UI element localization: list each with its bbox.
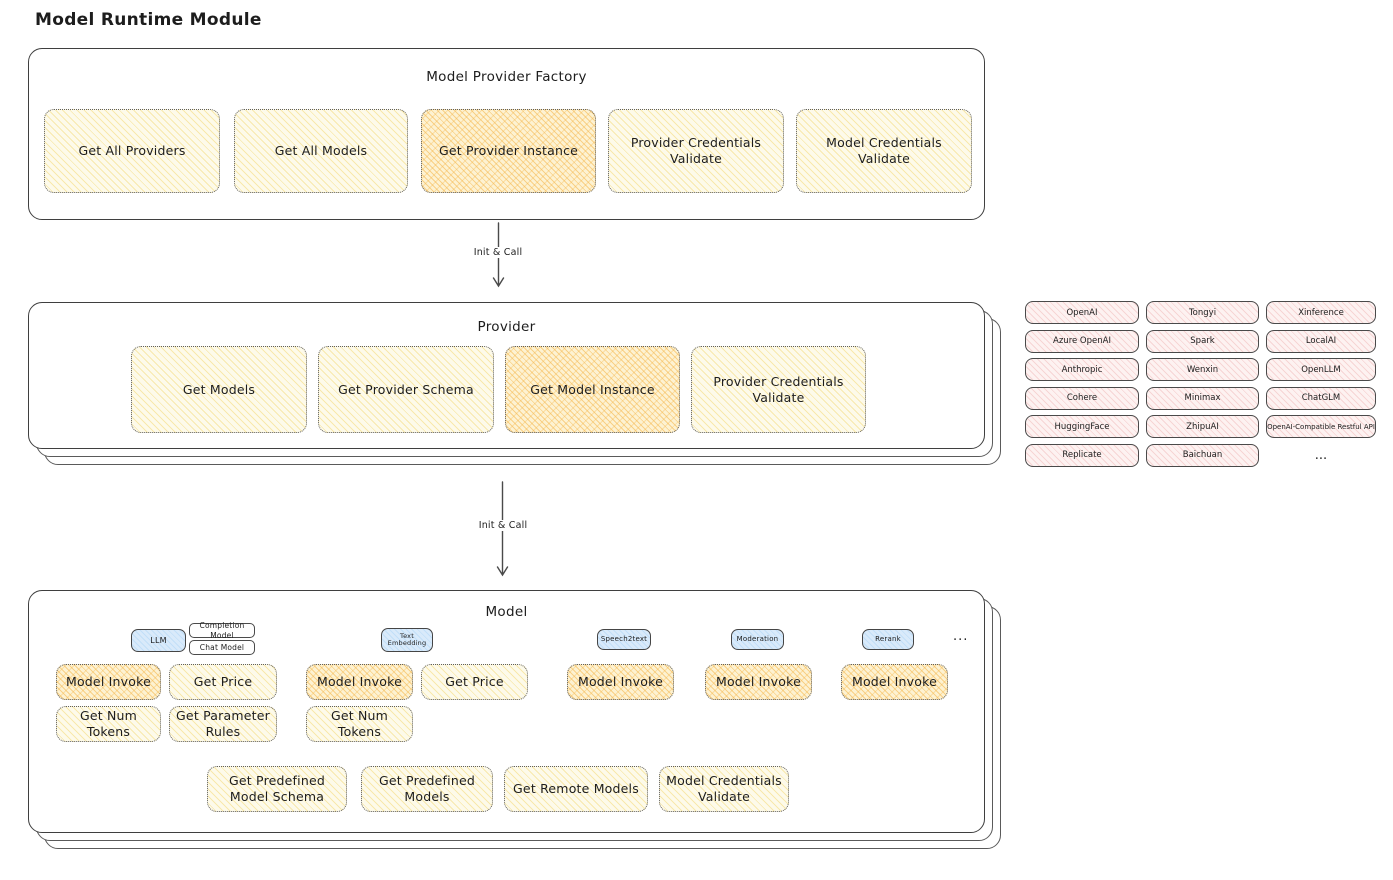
model-provider-factory-box: Model Provider Factory Get All Providers…: [28, 48, 985, 220]
provider-tag-localai: LocalAI: [1266, 329, 1376, 353]
llm-get-price-node: Get Price: [169, 664, 277, 700]
llm-get-parameter-rules-node: Get Parameter Rules: [169, 706, 277, 742]
model-type-more-ellipsis: ...: [953, 629, 969, 644]
llm-model-invoke-node: Model Invoke: [56, 664, 161, 700]
provider-get-provider-schema-node: Get Provider Schema: [318, 346, 494, 433]
provider-tag-minimax: Minimax: [1146, 386, 1259, 410]
rerank-model-invoke-node: Model Invoke: [841, 664, 948, 700]
model-type-moderation-chip: Moderation: [731, 629, 784, 650]
provider-tag-chatglm: ChatGLM: [1266, 386, 1376, 410]
factory-model-credentials-validate-node: Model Credentials Validate: [796, 109, 972, 193]
provider-tag-replicate: Replicate: [1025, 443, 1139, 467]
init-call-arrow-2: [496, 481, 509, 577]
get-predefined-model-schema-node: Get Predefined Model Schema: [207, 766, 347, 812]
provider-tag-zhipuai: ZhipuAI: [1146, 415, 1259, 439]
provider-tag-anthropic: Anthropic: [1025, 358, 1139, 382]
model-type-chat-model-chip: Chat Model: [189, 640, 255, 655]
provider-credentials-validate-node: Provider Credentials Validate: [691, 346, 866, 433]
provider-tag-openllm: OpenLLM: [1266, 358, 1376, 382]
factory-get-provider-instance-node: Get Provider Instance: [421, 109, 596, 193]
init-call-arrow-1: [492, 222, 505, 288]
model-type-llm-chip: LLM: [131, 629, 186, 652]
init-call-label-2: Init & Call: [474, 520, 532, 531]
llm-get-num-tokens-node: Get Num Tokens: [56, 706, 161, 742]
text-embedding-get-price-node: Get Price: [421, 664, 528, 700]
init-call-label-1: Init & Call: [469, 247, 527, 258]
text-embedding-get-num-tokens-node: Get Num Tokens: [306, 706, 413, 742]
factory-title: Model Provider Factory: [426, 69, 587, 85]
speech2text-model-invoke-node: Model Invoke: [567, 664, 674, 700]
provider-tag-openai-compatible-restful-api: OpenAI-Compatible Restful API: [1266, 415, 1376, 439]
factory-get-all-providers-node: Get All Providers: [44, 109, 220, 193]
provider-title: Provider: [477, 319, 536, 335]
model-type-text-embedding-chip: Text Embedding: [381, 628, 433, 652]
provider-tag-openai: OpenAI: [1025, 301, 1139, 324]
provider-tag-grid: OpenAI Tongyi Xinference Azure OpenAI Sp…: [1025, 301, 1376, 467]
model-type-speech2text-chip: Speech2text: [597, 629, 651, 650]
moderation-model-invoke-node: Model Invoke: [705, 664, 812, 700]
provider-tag-spark: Spark: [1146, 329, 1259, 353]
factory-get-all-models-node: Get All Models: [234, 109, 408, 193]
get-predefined-models-node: Get Predefined Models: [361, 766, 493, 812]
text-embedding-model-invoke-node: Model Invoke: [306, 664, 413, 700]
provider-tag-wenxin: Wenxin: [1146, 358, 1259, 382]
model-title: Model: [485, 604, 528, 620]
provider-tag-huggingface: HuggingFace: [1025, 415, 1139, 439]
model-type-completion-model-chip: Completion Model: [189, 621, 255, 640]
provider-tag-baichuan: Baichuan: [1146, 443, 1259, 467]
provider-get-models-node: Get Models: [131, 346, 307, 433]
model-box: Model LLM Completion Model Chat Model Te…: [28, 590, 985, 833]
provider-tag-cohere: Cohere: [1025, 386, 1139, 410]
provider-get-model-instance-node: Get Model Instance: [505, 346, 680, 433]
provider-tag-azure-openai: Azure OpenAI: [1025, 329, 1139, 353]
diagram-title: Model Runtime Module: [35, 10, 262, 30]
provider-tag-tongyi: Tongyi: [1146, 301, 1259, 324]
model-type-rerank-chip: Rerank: [862, 629, 914, 650]
get-remote-models-node: Get Remote Models: [504, 766, 648, 812]
model-credentials-validate-node: Model Credentials Validate: [659, 766, 789, 812]
provider-box: Provider Get Models Get Provider Schema …: [28, 302, 985, 449]
factory-provider-credentials-validate-node: Provider Credentials Validate: [608, 109, 784, 193]
provider-tag-xinference: Xinference: [1266, 301, 1376, 324]
provider-tag-more-ellipsis: ...: [1314, 447, 1328, 463]
